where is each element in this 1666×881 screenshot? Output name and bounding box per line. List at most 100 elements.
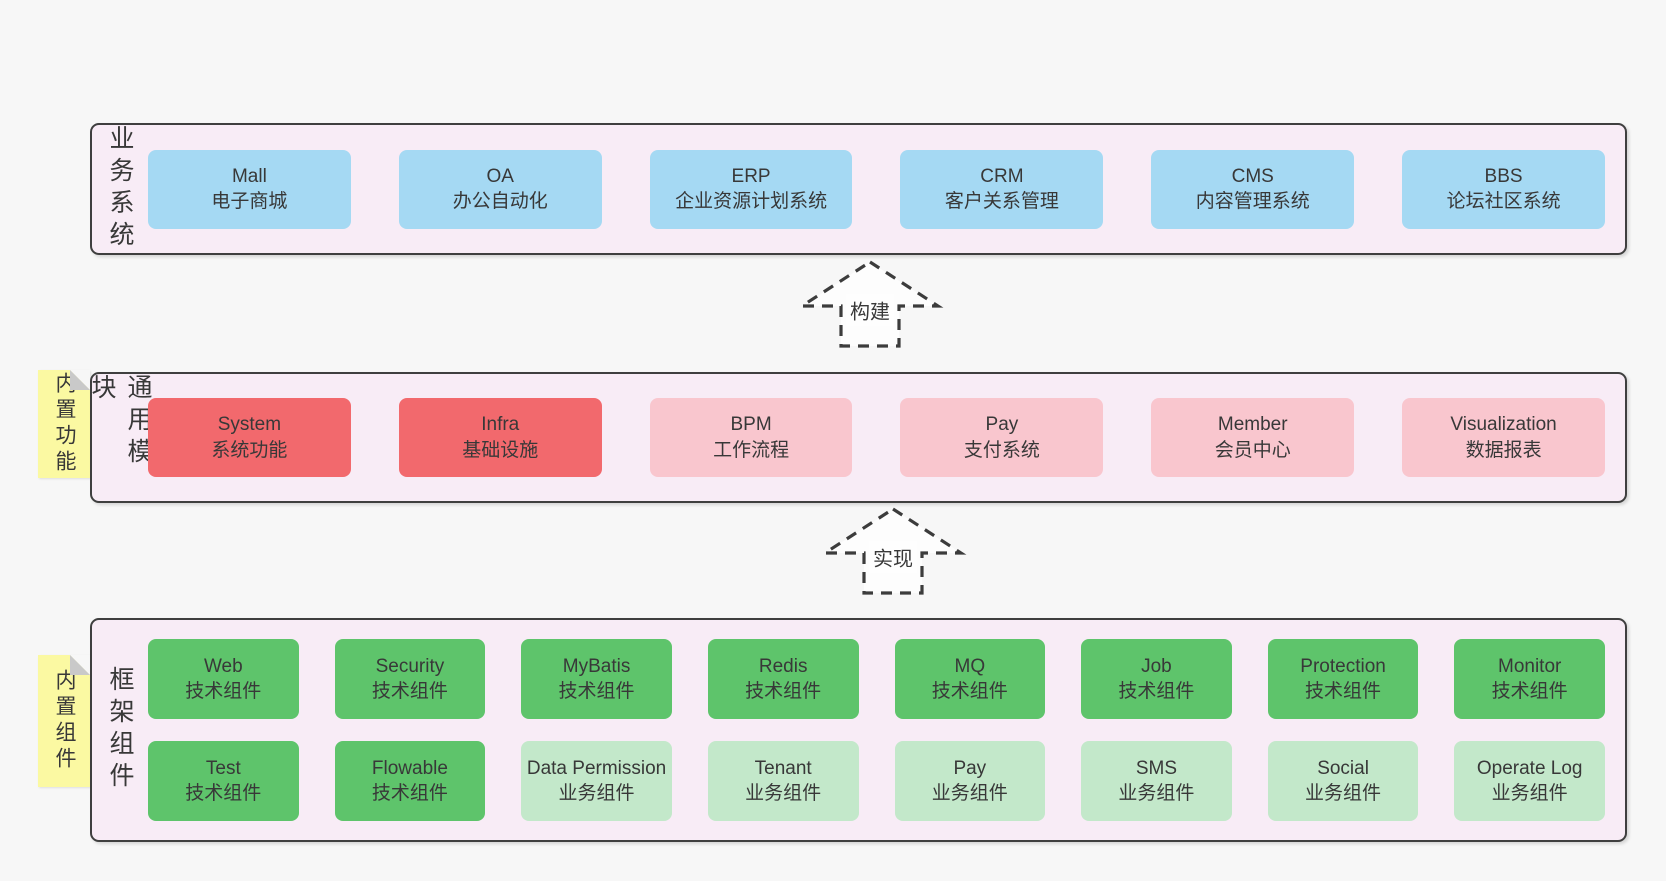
component-box: MQ 技术组件 [894,639,1046,719]
component-box: SMS 业务组件 [1081,741,1232,821]
component-box-subtitle: 技术组件 [558,681,635,702]
component-box: Test 技术组件 [148,741,299,821]
panel-business-systems-content: Mall 电子商城 OA 办公自动化 ERP 企业资源计划系统 CRM [148,125,1625,253]
component-box-subtitle: 技术组件 [371,681,448,702]
component-box-name: Protection [1300,655,1386,677]
component-box-name: Operate Log [1476,757,1583,779]
component-box-name: Tenant [754,757,812,779]
component-box-subtitle: 业务组件 [931,783,1008,804]
module-box-name: Mall [231,165,267,187]
component-box: Web 技术组件 [148,639,299,719]
module-box: Pay 支付系统 [900,398,1104,477]
module-box-subtitle: 论坛社区系统 [1446,191,1561,212]
component-box-subtitle: 业务组件 [1118,783,1195,804]
module-box-name: BBS [1484,165,1523,187]
component-box-name: Job [1141,655,1172,677]
module-box-name: ERP [731,165,771,187]
component-box-subtitle: 技术组件 [1305,681,1382,702]
sticky-note-label: 内置组件 [53,669,76,773]
module-box-subtitle: 会员中心 [1214,439,1291,461]
component-box-subtitle: 技术组件 [1118,681,1195,702]
component-box-subtitle: 技术组件 [185,681,262,702]
component-box-name: Redis [758,655,808,677]
module-box: CMS 内容管理系统 [1151,149,1355,229]
module-box-subtitle: 企业资源计划系统 [675,191,828,212]
module-box-name: CMS [1231,165,1274,187]
module-box-name: Pay [985,414,1019,436]
component-box: Pay 业务组件 [894,741,1046,821]
component-box-name: SMS [1135,757,1178,779]
component-box-name: Web [203,655,243,677]
component-box: Security 技术组件 [334,639,486,719]
module-box-name: CRM [980,165,1024,187]
module-box: CRM 客户关系管理 [900,149,1104,229]
component-box-subtitle: 业务组件 [1491,783,1568,804]
module-box-name: BPM [730,414,772,436]
module-box: Member 会员中心 [1151,398,1355,477]
panel-common-modules: 通用模块 System 系统功能 Infra 基础设施 BPM [88,372,1627,503]
module-box-subtitle: 内容管理系统 [1195,191,1310,212]
common-modules-grid: System 系统功能 Infra 基础设施 BPM 工作流程 Pay [148,398,1605,477]
module-box: OA 办公自动化 [398,149,602,229]
module-box: BBS 论坛社区系统 [1402,149,1605,229]
module-box: System 系统功能 [148,398,351,477]
module-box: ERP 企业资源计划系统 [649,149,853,229]
component-box: Social 业务组件 [1267,741,1419,821]
build-arrow: 构建 [795,258,945,350]
module-box-name: System [217,414,282,436]
component-box-name: MyBatis [562,655,631,677]
component-box-name: Social [1317,757,1369,779]
component-box: MyBatis 技术组件 [521,639,672,719]
panel-common-modules-title: 通用模块 [88,374,152,470]
module-box-name: OA [486,165,514,187]
module-box-subtitle: 支付系统 [963,439,1040,461]
component-box-name: Test [205,757,241,779]
panel-framework-components: 框架组件 Web 技术组件 Security 技术组件 MyBatis [90,618,1627,842]
component-box: Job 技术组件 [1081,639,1232,719]
module-box-subtitle: 系统功能 [211,439,288,461]
component-box-subtitle: 技术组件 [1491,681,1568,702]
module-box: Infra 基础设施 [398,398,602,477]
panel-framework-components-content: Web 技术组件 Security 技术组件 MyBatis 技术组件 [148,620,1625,840]
module-box-name: Member [1217,414,1288,436]
component-box-name: Monitor [1498,655,1562,677]
component-box-subtitle: 技术组件 [745,681,822,702]
module-box-name: Visualization [1450,414,1557,436]
sticky-note-label: 内置功能 [53,372,76,476]
component-box-name: Flowable [371,757,448,779]
component-box-name: Data Permission [526,757,667,779]
implement-arrow-label: 实现 [869,541,917,573]
module-box-subtitle: 办公自动化 [452,191,548,212]
module-box: BPM 工作流程 [649,398,853,477]
component-box-subtitle: 技术组件 [371,783,448,804]
component-box-name: Security [375,655,445,677]
module-box-subtitle: 基础设施 [462,439,539,461]
component-box: Operate Log 业务组件 [1454,741,1605,821]
component-box-name: MQ [954,655,986,677]
module-box-subtitle: 数据报表 [1465,439,1542,461]
module-box-subtitle: 电子商城 [211,191,288,212]
panel-business-systems-title: 业务系统 [106,125,134,253]
component-box: Redis 技术组件 [707,639,859,719]
panel-business-systems: 业务系统 Mall 电子商城 OA 办公自动化 ERP [90,123,1627,255]
module-box-subtitle: 工作流程 [713,439,790,461]
framework-components-row-1: Web 技术组件 Security 技术组件 MyBatis 技术组件 [148,639,1605,719]
module-box: Visualization 数据报表 [1402,398,1605,477]
panel-common-modules-content: System 系统功能 Infra 基础设施 BPM 工作流程 Pay [148,374,1625,501]
module-box-subtitle: 客户关系管理 [944,191,1059,212]
sticky-note-built-in-features: 内置功能 [38,370,90,478]
component-box: Flowable 技术组件 [334,741,486,821]
component-box-subtitle: 技术组件 [185,783,262,804]
component-box-subtitle: 技术组件 [931,681,1008,702]
component-box-subtitle: 业务组件 [745,783,822,804]
framework-components-row-2: Test 技术组件 Flowable 技术组件 Data Permission … [148,741,1605,821]
module-box-name: Infra [481,414,520,436]
component-box-subtitle: 业务组件 [558,783,635,804]
component-box-name: Pay [953,757,987,779]
component-box: Tenant 业务组件 [707,741,859,821]
sticky-note-built-in-components: 内置组件 [38,655,90,787]
component-box-subtitle: 业务组件 [1305,783,1382,804]
module-box: Mall 电子商城 [148,149,351,229]
business-systems-grid: Mall 电子商城 OA 办公自动化 ERP 企业资源计划系统 CRM [148,149,1605,229]
